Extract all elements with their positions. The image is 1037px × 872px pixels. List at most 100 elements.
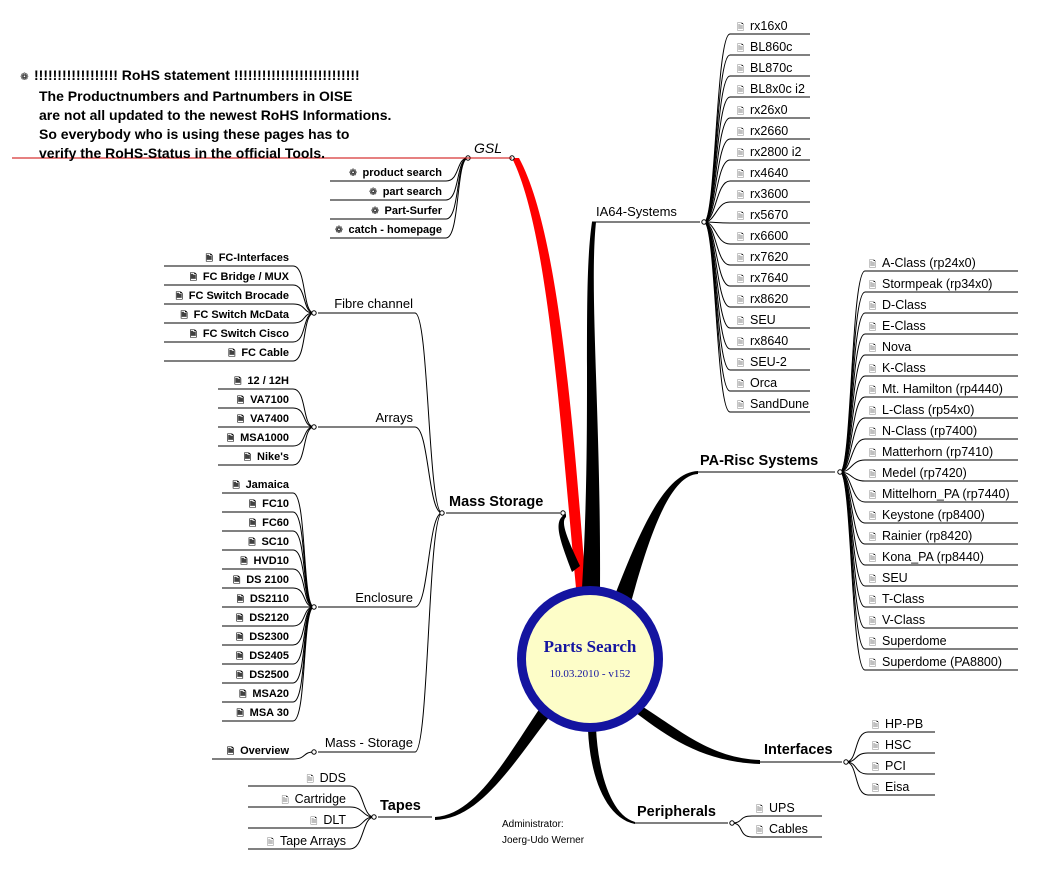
leaf-item[interactable]: 🗎FC-Interfaces bbox=[205, 252, 289, 264]
leaf-item[interactable]: 🗎SEU bbox=[736, 313, 776, 327]
leaf-item[interactable]: 🗎BL860c bbox=[736, 40, 793, 54]
page-icon: 🗎 bbox=[736, 400, 745, 410]
leaf-item[interactable]: 🗎L-Class (rp54x0) bbox=[868, 403, 975, 417]
branch-tapes-label[interactable]: Tapes bbox=[380, 798, 421, 814]
leaf-item[interactable]: 🗎DS2300 bbox=[236, 631, 289, 643]
leaf-item[interactable]: 🗎FC Switch McData bbox=[180, 309, 289, 321]
leaf-item[interactable]: 🗎DS 2100 bbox=[233, 574, 289, 586]
central-node[interactable]: Parts Search 10.03.2010 - v152 bbox=[517, 586, 663, 732]
leaf-item[interactable]: 🗎Kona_PA (rp8440) bbox=[868, 550, 984, 564]
leaf-item[interactable]: 🗎Overview bbox=[226, 745, 289, 757]
leaf-item[interactable]: 🗎Eisa bbox=[871, 780, 910, 794]
leaf-item[interactable]: 🗎DLT bbox=[310, 813, 346, 827]
leaf-item[interactable]: 🗎rx16x0 bbox=[736, 19, 788, 33]
leaf-item[interactable]: 🗎DS2110 bbox=[236, 593, 289, 605]
leaf-item[interactable]: 🗎Keystone (rp8400) bbox=[868, 508, 985, 522]
leaf-item[interactable]: 🗎DDS bbox=[306, 771, 346, 785]
leaf-item[interactable]: ❁Part-Surfer bbox=[370, 205, 442, 217]
leaf-item[interactable]: 🗎SC10 bbox=[248, 536, 289, 548]
page-icon: 🗎 bbox=[736, 169, 745, 179]
leaf-item[interactable]: 🗎FC60 bbox=[248, 517, 289, 529]
leaf-item[interactable]: 🗎FC Switch Brocade bbox=[175, 290, 289, 302]
leaf-item[interactable]: 🗎MSA1000 bbox=[226, 432, 289, 444]
leaf-item[interactable]: ❁product search bbox=[348, 167, 442, 179]
leaf-item[interactable]: 🗎MSA20 bbox=[239, 688, 289, 700]
leaf-item[interactable]: 🗎UPS bbox=[755, 801, 795, 815]
leaf-item[interactable]: 🗎rx3600 bbox=[736, 187, 789, 201]
leaf-item[interactable]: 🗎FC Bridge / MUX bbox=[189, 271, 289, 283]
leaf-item[interactable]: 🗎rx6600 bbox=[736, 229, 789, 243]
leaf-item[interactable]: 🗎FC Switch Cisco bbox=[189, 328, 289, 340]
leaf-item[interactable]: 🗎rx4640 bbox=[736, 166, 789, 180]
leaf-item[interactable]: 🗎VA7400 bbox=[236, 413, 289, 425]
leaf-item[interactable]: 🗎rx8620 bbox=[736, 292, 789, 306]
leaf-item[interactable]: 🗎DS2500 bbox=[236, 669, 289, 681]
leaf-item[interactable]: 🗎BL870c bbox=[736, 61, 793, 75]
leaf-item[interactable]: 🗎SEU bbox=[868, 571, 908, 585]
leaf-item[interactable]: 🗎Orca bbox=[736, 376, 778, 390]
leaf-item[interactable]: ❁part search bbox=[368, 186, 442, 198]
leaf-item[interactable]: 🗎MSA 30 bbox=[236, 707, 289, 719]
leaf-item[interactable]: 🗎Stormpeak (rp34x0) bbox=[868, 277, 993, 291]
connector bbox=[292, 312, 315, 362]
leaf-item[interactable]: 🗎Matterhorn (rp7410) bbox=[868, 445, 994, 459]
leaf-item[interactable]: 🗎Cables bbox=[755, 822, 808, 836]
leaf-item[interactable]: 🗎T-Class bbox=[868, 592, 925, 606]
page-icon: 🗎 bbox=[236, 632, 244, 642]
leaf-item[interactable]: 🗎A-Class (rp24x0) bbox=[868, 256, 976, 270]
branch-parisc-label[interactable]: PA-Risc Systems bbox=[700, 453, 819, 469]
leaf-item[interactable]: 🗎Mittelhorn_PA (rp7440) bbox=[868, 487, 1010, 501]
leaf-item[interactable]: 🗎HVD10 bbox=[240, 555, 289, 567]
branch-parisc bbox=[613, 471, 698, 606]
leaf-item[interactable]: 🗎Jamaica bbox=[232, 479, 289, 491]
leaf-item[interactable]: 🗎HP-PB bbox=[871, 717, 924, 731]
sub-fibre-label[interactable]: Fibre channel bbox=[334, 296, 413, 311]
leaf-item[interactable]: 🗎K-Class bbox=[868, 361, 926, 375]
page-icon: 🗎 bbox=[736, 106, 745, 116]
connector bbox=[414, 426, 443, 514]
branch-interfaces bbox=[636, 705, 760, 764]
leaf-item[interactable]: 🗎rx7640 bbox=[736, 271, 789, 285]
branch-interfaces-label[interactable]: Interfaces bbox=[764, 742, 833, 758]
leaf-item[interactable]: 🗎Rainier (rp8420) bbox=[868, 529, 973, 543]
leaf-item[interactable]: 🗎N-Class (rp7400) bbox=[868, 424, 978, 438]
leaf-item[interactable]: 🗎rx7620 bbox=[736, 250, 789, 264]
leaf-item[interactable]: 🗎V-Class bbox=[868, 613, 926, 627]
leaf-item[interactable]: 🗎Tape Arrays bbox=[266, 834, 346, 848]
admin-name: Joerg-Udo Werner bbox=[502, 835, 585, 846]
leaf-item[interactable]: 🗎Mt. Hamilton (rp4440) bbox=[868, 382, 1003, 396]
branch-ia64-label[interactable]: IA64-Systems bbox=[596, 204, 677, 219]
page-icon: 🗎 bbox=[236, 414, 245, 424]
sub-massstorage-label[interactable]: Mass - Storage bbox=[324, 735, 413, 750]
leaf-item[interactable]: 🗎FC10 bbox=[248, 498, 289, 510]
leaf-item[interactable]: 🗎SandDune bbox=[736, 397, 810, 411]
branch-peripherals-label[interactable]: Peripherals bbox=[637, 804, 716, 820]
leaf-item[interactable]: 🗎rx2660 bbox=[736, 124, 789, 138]
branch-mass-label[interactable]: Mass Storage bbox=[449, 494, 544, 510]
sub-enclosure-label[interactable]: Enclosure bbox=[355, 590, 413, 605]
leaf-item[interactable]: 🗎Medel (rp7420) bbox=[868, 466, 967, 480]
leaf-item[interactable]: 🗎E-Class bbox=[868, 319, 926, 333]
leaf-item[interactable]: 🗎Cartridge bbox=[281, 792, 346, 806]
leaf-item[interactable]: 🗎DS2120 bbox=[236, 612, 289, 624]
leaf-item[interactable]: 🗎SEU-2 bbox=[736, 355, 787, 369]
leaf-item[interactable]: 🗎BL8x0c i2 bbox=[736, 82, 805, 96]
leaf-item[interactable]: 🗎VA7100 bbox=[236, 394, 289, 406]
leaf-item[interactable]: 🗎DS2405 bbox=[236, 650, 289, 662]
branch-gsl-label[interactable]: GSL bbox=[474, 140, 503, 156]
leaf-item[interactable]: 🗎Superdome bbox=[868, 634, 947, 648]
leaf-item[interactable]: 🗎rx2800 i2 bbox=[736, 145, 802, 159]
leaf-item[interactable]: 🗎D-Class bbox=[868, 298, 927, 312]
leaf-item[interactable]: 🗎rx8640 bbox=[736, 334, 789, 348]
leaf-item[interactable]: 🗎Nike's bbox=[243, 451, 289, 463]
leaf-item[interactable]: 🗎FC Cable bbox=[228, 347, 289, 359]
leaf-item[interactable]: 🗎rx5670 bbox=[736, 208, 789, 222]
leaf-item[interactable]: 🗎HSC bbox=[871, 738, 912, 752]
leaf-item[interactable]: 🗎Nova bbox=[868, 340, 912, 354]
leaf-item[interactable]: ❁catch - homepage bbox=[334, 224, 442, 236]
sub-arrays-label[interactable]: Arrays bbox=[375, 410, 413, 425]
leaf-item[interactable]: 🗎rx26x0 bbox=[736, 103, 788, 117]
leaf-item[interactable]: 🗎Superdome (PA8800) bbox=[868, 655, 1002, 669]
leaf-item[interactable]: 🗎PCI bbox=[871, 759, 906, 773]
leaf-item[interactable]: 🗎12 / 12H bbox=[234, 375, 289, 387]
